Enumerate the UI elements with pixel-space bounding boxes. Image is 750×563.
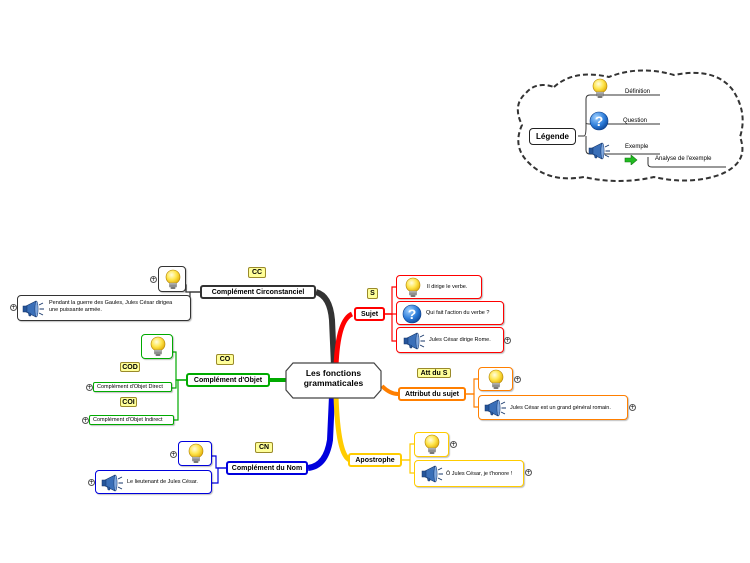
topic-complement-nom[interactable]: Complément du Nom <box>226 461 308 475</box>
legend-title-box: Légende <box>529 128 576 145</box>
megaphone-icon <box>484 399 508 417</box>
tag-cn: CN <box>255 442 273 453</box>
cc-definition-expand[interactable]: + <box>150 276 157 283</box>
topic-complement-nom-label: Complément du Nom <box>231 464 303 472</box>
tag-s: S <box>367 288 378 299</box>
cc-example-line1: Pendant la guerre des Gaules, Jules Césa… <box>49 300 173 306</box>
lightbulb-icon <box>148 336 168 358</box>
topic-complement-circonstanciel-label: Complément Circonstanciel <box>211 288 305 296</box>
attribut-example-node[interactable]: Jules César est un grand général romain. <box>478 395 628 420</box>
cn-example-text: Le lieutenant de Jules César. <box>127 479 198 485</box>
attribut-example-expand[interactable]: + <box>629 404 636 411</box>
topic-apostrophe[interactable]: Apostrophe <box>348 453 402 467</box>
cn-definition-expand[interactable]: + <box>170 451 177 458</box>
legend-question: Question <box>623 118 648 124</box>
topic-complement-circonstanciel[interactable]: Complément Circonstanciel <box>200 285 316 299</box>
tag-co: CO <box>216 354 234 365</box>
central-topic[interactable] <box>285 362 382 399</box>
sujet-question-node[interactable]: Qui fait l'action du verbe ? <box>396 301 504 325</box>
topic-attribut-sujet-label: Attribut du sujet <box>404 390 460 398</box>
megaphone-icon <box>403 332 427 350</box>
topic-sujet-label: Sujet <box>360 310 379 318</box>
cod-node[interactable]: Complément d'Objet Direct <box>93 382 172 392</box>
topic-sujet[interactable]: Sujet <box>354 307 385 321</box>
tag-coi: COI <box>120 397 137 407</box>
cod-label: Complément d'Objet Direct <box>97 384 163 390</box>
question-mark-icon <box>402 304 422 324</box>
sujet-example-node[interactable]: Jules César dirige Rome. <box>396 327 504 353</box>
sujet-question-text: Qui fait l'action du verbe ? <box>426 310 490 316</box>
cod-expand[interactable]: + <box>86 384 93 391</box>
lightbulb-icon <box>403 277 423 299</box>
central-line-2: grammaticales <box>303 378 364 388</box>
apostrophe-definition-expand[interactable]: + <box>450 441 457 448</box>
cn-definition-node[interactable] <box>178 441 212 466</box>
cn-example-expand[interactable]: + <box>88 479 95 486</box>
lightbulb-icon <box>163 269 183 291</box>
sujet-definition-text: Il dirige le verbe. <box>427 284 468 290</box>
central-line-1: Les fonctions <box>305 368 362 378</box>
lightbulb-icon <box>186 443 206 465</box>
apostrophe-definition-node[interactable] <box>414 432 449 457</box>
lightbulb-icon <box>486 369 506 391</box>
legend-definition: Définition <box>625 89 651 95</box>
co-definition-node[interactable] <box>141 334 173 359</box>
cc-definition-node[interactable] <box>158 266 186 292</box>
coi-expand[interactable]: + <box>82 417 89 424</box>
attribut-example-text: Jules César est un grand général romain. <box>510 405 611 411</box>
topic-attribut-sujet[interactable]: Attribut du sujet <box>398 387 466 401</box>
sujet-definition-node[interactable]: Il dirige le verbe. <box>396 275 482 299</box>
attribut-definition-node[interactable] <box>478 367 513 391</box>
apostrophe-example-expand[interactable]: + <box>525 469 532 476</box>
cc-example-line2: une puissante armée. <box>49 307 102 313</box>
apostrophe-example-node[interactable]: Ô Jules César, je t'honore ! <box>414 460 524 487</box>
megaphone-icon <box>101 474 125 492</box>
megaphone-icon <box>22 300 46 318</box>
topic-complement-objet-label: Complément d'Objet <box>193 376 263 384</box>
cc-example-expand[interactable]: + <box>10 304 17 311</box>
legend-analysis: Analyse de l'exemple <box>655 156 712 162</box>
attribut-definition-expand[interactable]: + <box>514 376 521 383</box>
sujet-example-expand[interactable]: + <box>504 337 511 344</box>
megaphone-icon <box>421 465 445 483</box>
central-topic-label: Les fonctions grammaticales <box>285 368 382 388</box>
topic-apostrophe-label: Apostrophe <box>355 456 395 464</box>
legend-example: Exemple <box>625 144 649 150</box>
green-arrow-icon <box>624 155 638 165</box>
apostrophe-example-text: Ô Jules César, je t'honore ! <box>446 471 513 477</box>
coi-label: Complément d'Objet Indirect <box>93 417 163 423</box>
legend-cloud <box>516 69 744 182</box>
tag-cod: COD <box>120 362 140 372</box>
legend-title: Légende <box>536 132 569 141</box>
cc-example-node[interactable]: Pendant la guerre des Gaules, Jules Césa… <box>17 295 191 321</box>
lightbulb-icon <box>422 434 442 456</box>
tag-cc: CC <box>248 267 266 278</box>
cn-example-node[interactable]: Le lieutenant de Jules César. <box>95 470 212 494</box>
coi-node[interactable]: Complément d'Objet Indirect <box>89 415 174 425</box>
tag-att-du-s: Att du S <box>417 368 451 378</box>
topic-complement-objet[interactable]: Complément d'Objet <box>186 373 270 387</box>
sujet-example-text: Jules César dirige Rome. <box>429 337 491 343</box>
